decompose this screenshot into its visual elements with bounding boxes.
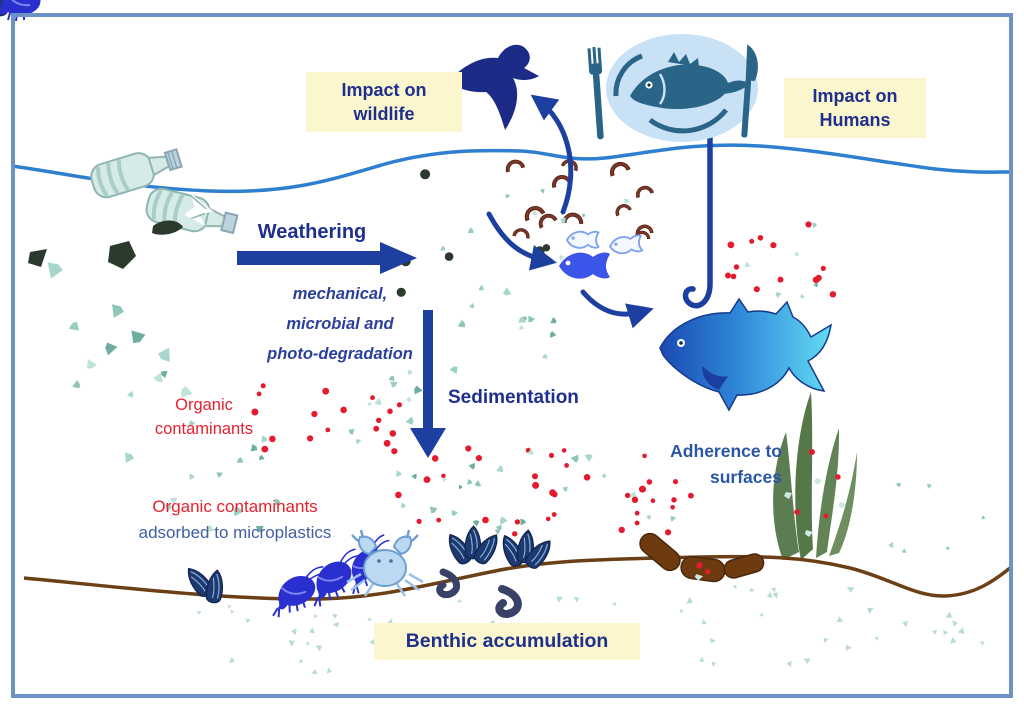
adherence-line2: surfaces	[710, 467, 782, 487]
crab-icon	[346, 529, 424, 597]
large-fish-icon	[659, 297, 833, 412]
weathering-sub-line3: photo-degradation	[267, 345, 413, 363]
weathering-label: Weathering	[257, 221, 367, 243]
arrow-plankton-to-fish	[486, 211, 557, 271]
impact-on-wildlife-label: Impact on wildlife	[306, 72, 462, 132]
sedimentation-arrow	[410, 310, 446, 458]
weathering-arrow	[237, 242, 417, 274]
fork-icon	[587, 46, 604, 140]
weathering-sub-line2: microbial and	[286, 315, 394, 333]
adhered-particles	[784, 449, 846, 537]
impact-on-wildlife-line2: wildlife	[353, 104, 415, 124]
impact-on-humans-label: Impact on Humans	[784, 78, 926, 138]
microplastic-fragments-icon	[47, 159, 986, 675]
adsorbed-line2: adsorbed to microplastics	[138, 523, 332, 542]
arrow-to-bird	[530, 94, 574, 215]
seafloor-line	[23, 554, 1012, 601]
adsorbed-line1: Organic contaminants	[152, 497, 318, 516]
plastic-bottles-icon	[90, 148, 239, 235]
water-surface-line	[11, 143, 1013, 194]
arrow-fish-to-bigfish	[580, 289, 654, 329]
sea-cucumber-icon	[639, 532, 765, 583]
shrimp-icon	[0, 0, 405, 620]
organic-contaminants-label: Organic contaminants	[133, 393, 275, 441]
small-fish-icon	[559, 230, 644, 279]
adherence-line1: Adherence to	[670, 441, 782, 461]
weathering-sublabel: mechanical, microbial and photo-degradat…	[245, 279, 435, 369]
organic-contaminants-line2: contaminants	[154, 420, 254, 438]
sedimentation-label: Sedimentation	[448, 387, 579, 408]
benthic-accumulation-label: Benthic accumulation	[374, 623, 640, 660]
adherence-to-surfaces-label: Adherence to surfaces	[620, 438, 782, 490]
seaweed-icon	[773, 392, 857, 560]
adsorbed-contaminants-label: Organic contaminants adsorbed to micropl…	[104, 494, 366, 546]
impact-on-humans-line1: Impact on	[812, 86, 898, 106]
impact-on-humans-line2: Humans	[819, 110, 891, 130]
knife-icon	[741, 44, 758, 138]
seafood-plate-icon	[587, 34, 758, 142]
impact-on-wildlife-line1: Impact on	[341, 80, 427, 100]
weathering-sub-line1: mechanical,	[292, 285, 388, 303]
plastic-fragments-dark	[28, 220, 183, 269]
fishing-line-hook-icon	[682, 127, 713, 309]
organic-contaminants-line1: Organic	[175, 396, 233, 414]
seabird-icon	[448, 44, 539, 130]
worms-icon	[436, 568, 522, 618]
